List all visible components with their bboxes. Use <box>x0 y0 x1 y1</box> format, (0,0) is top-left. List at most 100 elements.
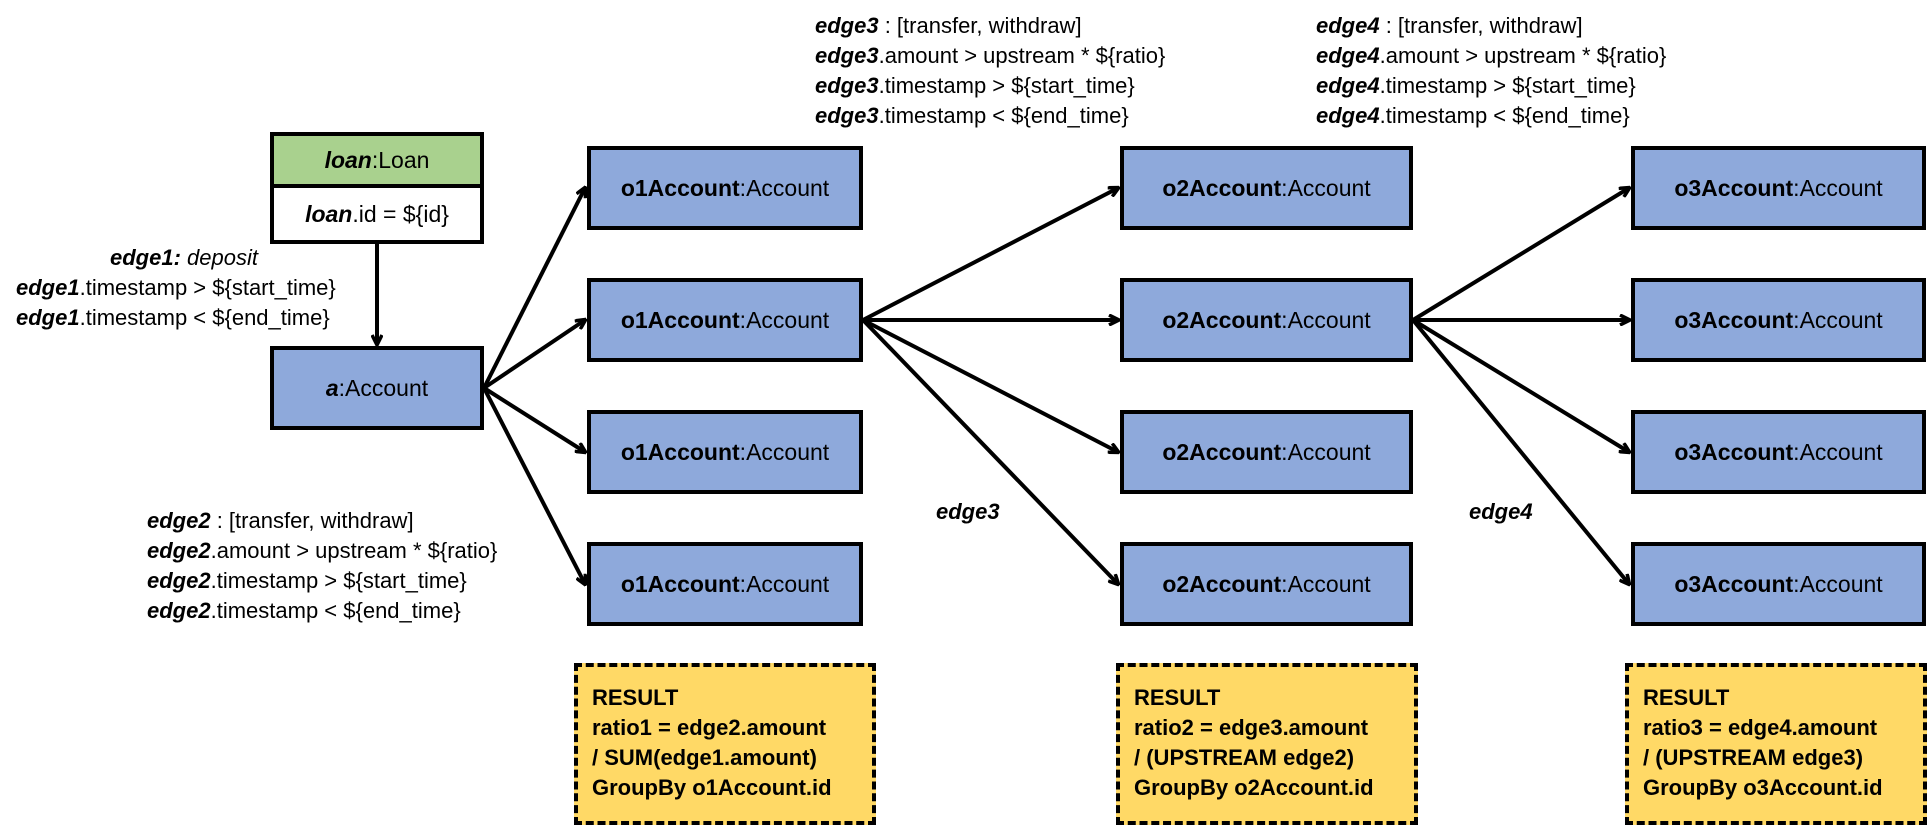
result-box-3: RESULT ratio3 = edge4.amount / (UPSTREAM… <box>1625 663 1927 825</box>
edge2-condition-text: .timestamp < ${end_time} <box>210 598 461 623</box>
edge4-condition-var: edge4 <box>1316 73 1380 98</box>
level1-account-type-sep: : <box>739 570 747 597</box>
edge1-condition-end: edge1.timestamp < ${end_time} <box>16 303 336 333</box>
edge4-condition-text: .amount > upstream * ${ratio} <box>1379 43 1667 68</box>
edge2-name: edge2 <box>147 508 211 533</box>
level1-account-node: o1Account : Account <box>587 278 863 362</box>
level2-account-var: o2Account <box>1162 570 1282 597</box>
result-2-line: / (UPSTREAM edge2) <box>1134 745 1355 770</box>
edge3-condition-text: .timestamp < ${end_time} <box>878 103 1129 128</box>
level3-account-var: o3Account <box>1674 570 1794 597</box>
edge3-kinds: : [transfer, withdraw] <box>878 13 1082 38</box>
level1-account-var: o1Account <box>620 570 740 597</box>
result-1-line: GroupBy o1Account.id <box>592 775 832 800</box>
level2-account-type: Account <box>1287 174 1371 201</box>
result-3-line: / (UPSTREAM edge3) <box>1643 745 1864 770</box>
edge4-kinds: : [transfer, withdraw] <box>1379 13 1583 38</box>
edge1-condition-text: .timestamp > ${start_time} <box>79 275 336 300</box>
level2-account-node: o2Account : Account <box>1120 410 1413 494</box>
level3-account-type: Account <box>1799 306 1883 333</box>
level3-account-var: o3Account <box>1674 306 1794 333</box>
level1-account-type-sep: : <box>739 174 747 201</box>
account-a-type: Account <box>345 374 429 401</box>
level1-account-type: Account <box>746 570 830 597</box>
level2-account-type: Account <box>1287 438 1371 465</box>
edge3-condition-var: edge3 <box>815 73 879 98</box>
edge3-label: edge3 <box>936 499 1000 524</box>
result-1-line: RESULT <box>592 685 679 710</box>
level1-account-node: o1Account : Account <box>587 542 863 626</box>
level3-account-node: o3Account : Account <box>1631 542 1926 626</box>
edge2-condition-var: edge2 <box>147 598 211 623</box>
edge1-kind: deposit <box>187 245 258 270</box>
level3-account-type-sep: : <box>1793 438 1800 465</box>
level2-account-type-sep: : <box>1281 570 1288 597</box>
edge4-condition-end: edge4.timestamp < ${end_time} <box>1316 101 1666 131</box>
level1-account-type: Account <box>746 306 830 333</box>
edge1-conditions: edge1: deposit edge1.timestamp > ${start… <box>16 243 336 333</box>
result-1-line: / SUM(edge1.amount) <box>592 745 817 770</box>
result-1-line: ratio1 = edge2.amount <box>592 715 827 740</box>
edge3-condition-text: .amount > upstream * ${ratio} <box>878 43 1166 68</box>
edge4-condition-text: .timestamp < ${end_time} <box>1379 103 1630 128</box>
level1-account-node: o1Account : Account <box>587 146 863 230</box>
level2-account-var: o2Account <box>1162 438 1282 465</box>
edge3-condition-var: edge3 <box>815 43 879 68</box>
edge2-type-line: edge2 : [transfer, withdraw] <box>147 506 497 536</box>
edge1-condition-text: .timestamp < ${end_time} <box>79 305 330 330</box>
edge3-arrow <box>861 318 1118 584</box>
result-2-line: RESULT <box>1134 685 1221 710</box>
account-a-type-sep: : <box>338 374 346 401</box>
edge3-condition-text: .timestamp > ${start_time} <box>878 73 1135 98</box>
edge2-kinds: : [transfer, withdraw] <box>210 508 414 533</box>
edge2-condition-var: edge2 <box>147 568 211 593</box>
edge4-conditions: edge4 : [transfer, withdraw] edge4 .amoun… <box>1316 11 1666 131</box>
edge3-name: edge3 <box>815 13 879 38</box>
edge4-arrow <box>1411 318 1629 584</box>
loan-node-attribute: loan.id = ${id} <box>270 188 484 244</box>
result-box-1: RESULT ratio1 = edge2.amount / SUM(edge1… <box>574 663 876 825</box>
result-2-line: GroupBy o2Account.id <box>1134 775 1374 800</box>
edge2-conditions: edge2 : [transfer, withdraw] edge2.amoun… <box>147 506 497 626</box>
edge4-name: edge4 <box>1316 13 1380 38</box>
level2-account-type-sep: : <box>1281 174 1288 201</box>
edge2-condition-text: .timestamp > ${start_time} <box>210 568 467 593</box>
result-3-line: GroupBy o3Account.id <box>1643 775 1883 800</box>
edge4-condition-start: edge4.timestamp > ${start_time} <box>1316 71 1666 101</box>
edge3-conditions: edge3 : [transfer, withdraw] edge3.amoun… <box>815 11 1165 131</box>
level1-account-type: Account <box>746 174 830 201</box>
edge2-arrow <box>482 320 585 390</box>
edge2-condition-start: edge2.timestamp > ${start_time} <box>147 566 497 596</box>
edge2-arrow <box>482 387 585 584</box>
edge2-condition-text: .amount > upstream * ${ratio} <box>210 538 498 563</box>
edge2-arrow <box>482 188 585 389</box>
edge1-type-line: edge1: deposit <box>16 243 336 273</box>
level3-account-type: Account <box>1799 174 1883 201</box>
edge3-arrow <box>862 318 1118 452</box>
loan-attr-var: loan <box>305 200 353 227</box>
level1-account-var: o1Account <box>620 306 740 333</box>
result-2-line: ratio2 = edge3.amount <box>1134 715 1369 740</box>
level2-account-node: o2Account : Account <box>1120 146 1413 230</box>
edge1-condition-start: edge1.timestamp > ${start_time} <box>16 273 336 303</box>
edge4-condition-text: .timestamp > ${start_time} <box>1379 73 1636 98</box>
edge1-name: edge1: <box>110 245 181 270</box>
edge2-arrow <box>482 386 585 452</box>
edge1-condition-var: edge1 <box>16 275 80 300</box>
edge4-arrow <box>1411 318 1629 452</box>
account-a-var: a <box>325 374 339 401</box>
edge2-condition-amount: edge2.amount > upstream * ${ratio} <box>147 536 497 566</box>
level1-account-var: o1Account <box>620 174 740 201</box>
edge3-condition-amount: edge3.amount > upstream * ${ratio} <box>815 41 1165 71</box>
edge2-condition-var: edge2 <box>147 538 211 563</box>
result-3-line: RESULT <box>1643 685 1730 710</box>
edge3-arrow <box>862 188 1118 322</box>
level3-account-type: Account <box>1799 438 1883 465</box>
level1-account-node: o1Account : Account <box>587 410 863 494</box>
edge4-type-line: edge4 : [transfer, withdraw] <box>1316 11 1666 41</box>
level2-account-type: Account <box>1287 570 1371 597</box>
edge3-type-line: edge3 : [transfer, withdraw] <box>815 11 1165 41</box>
edge3-condition-start: edge3.timestamp > ${start_time} <box>815 71 1165 101</box>
